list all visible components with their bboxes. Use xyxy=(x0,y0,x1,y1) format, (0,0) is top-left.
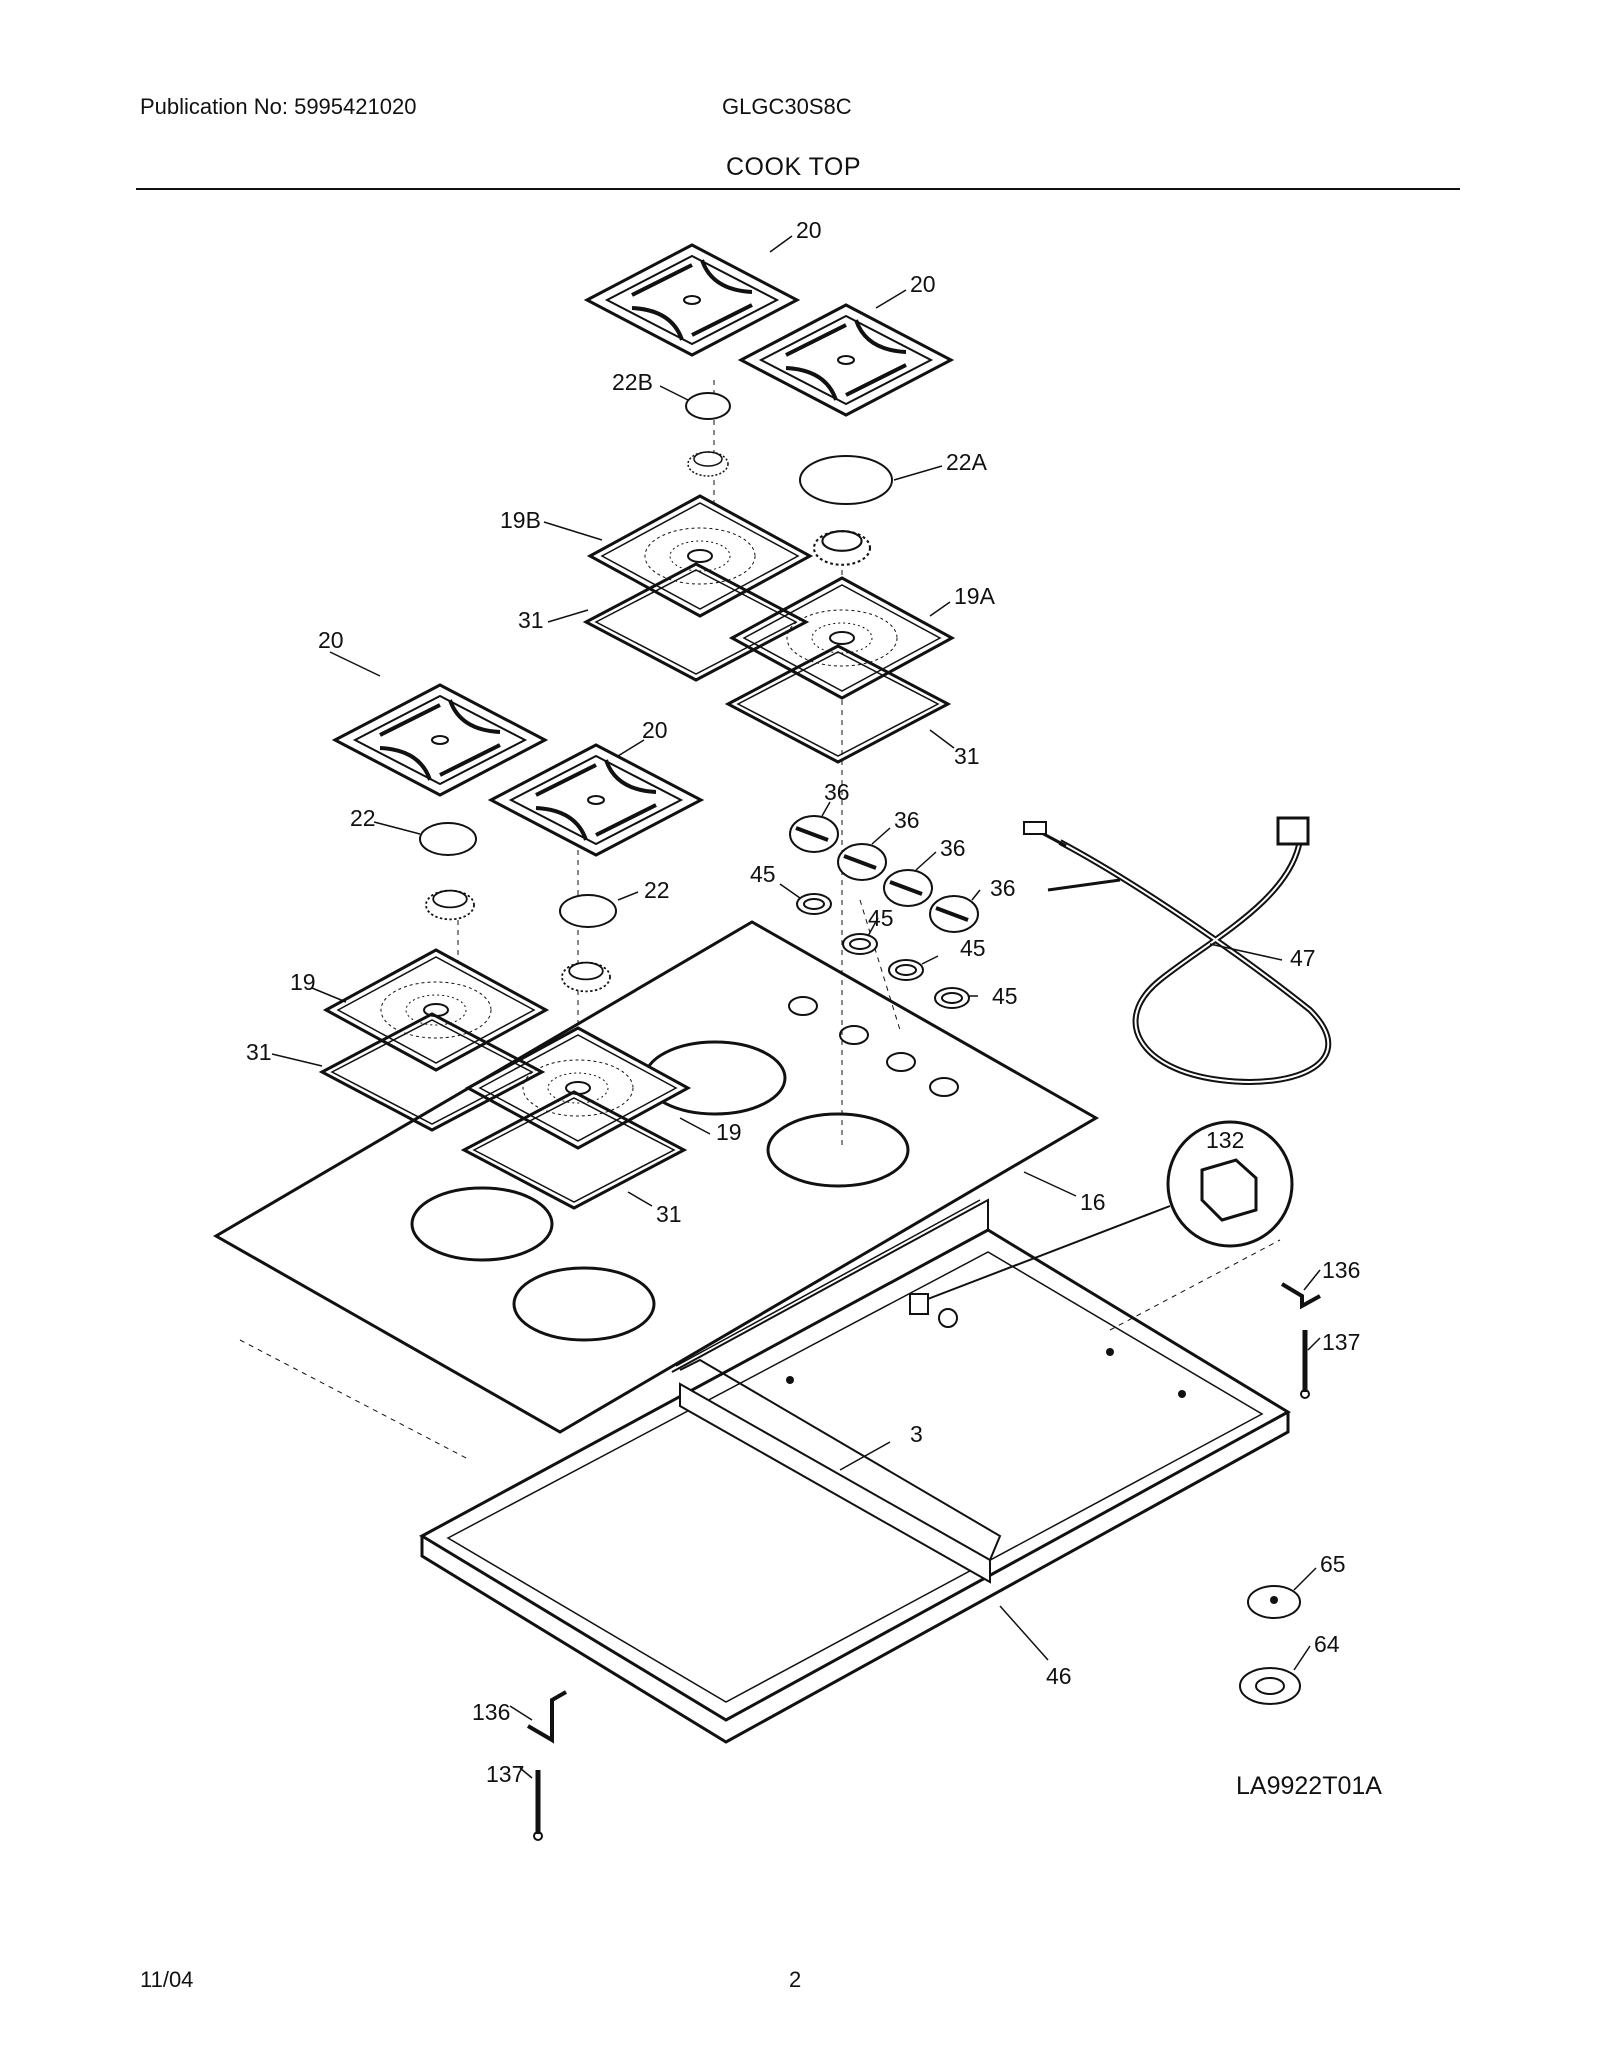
plate-64 xyxy=(1239,1667,1301,1705)
callout-136-right: 136 xyxy=(1322,1257,1360,1283)
knob-bezel-1 xyxy=(796,893,832,915)
callout-36-3: 36 xyxy=(940,835,966,861)
callout-137-right: 137 xyxy=(1322,1329,1360,1355)
burner-head-rear-left xyxy=(687,451,729,477)
callout-36-2: 36 xyxy=(894,807,920,833)
callout-64: 64 xyxy=(1314,1631,1340,1657)
burner-head-front-center xyxy=(561,961,611,993)
model-number: GLGC30S8C xyxy=(722,94,852,119)
callout-137-left: 137 xyxy=(486,1761,524,1787)
burner-cap-22b xyxy=(685,392,731,420)
mounting-channel xyxy=(679,1358,1002,1584)
control-knob-1 xyxy=(788,814,840,854)
callout-36-4: 36 xyxy=(990,875,1016,901)
callout-31-front-right: 31 xyxy=(656,1201,682,1227)
callout-22-left: 22 xyxy=(350,805,376,831)
callout-45-1: 45 xyxy=(750,861,776,887)
screw-137-right xyxy=(1300,1330,1310,1399)
grate-front-right xyxy=(489,743,703,857)
footer-date: 11/04 xyxy=(140,1967,194,1992)
callout-132: 132 xyxy=(1206,1127,1244,1153)
knob-bezel-3 xyxy=(888,959,924,981)
publication-number: Publication No: 5995421020 xyxy=(140,94,417,119)
burner-cap-22a xyxy=(799,455,893,505)
callout-136-left: 136 xyxy=(472,1699,510,1725)
callout-20-front-right: 20 xyxy=(642,717,668,743)
callout-20-front-left: 20 xyxy=(318,627,344,653)
callout-leader-lines xyxy=(271,235,1321,1779)
grate-front-left xyxy=(333,683,547,797)
callout-45-4: 45 xyxy=(992,983,1018,1009)
burner-cap-22-center xyxy=(559,894,617,928)
callout-20-rear-right: 20 xyxy=(910,271,936,297)
burner-cap-22-left xyxy=(419,822,477,856)
burner-head-front-left xyxy=(425,889,475,921)
screw-137-left xyxy=(533,1770,543,1841)
power-cord xyxy=(1023,816,1332,1085)
callout-47: 47 xyxy=(1290,945,1316,971)
control-knob-4 xyxy=(928,894,980,934)
glass-cooktop xyxy=(213,920,1099,1434)
callout-31-rear-right: 31 xyxy=(954,743,980,769)
burner-plate-19b xyxy=(588,494,812,618)
bracket-136-right xyxy=(1280,1282,1321,1310)
callout-45-3: 45 xyxy=(960,935,986,961)
burner-head-rear-right xyxy=(812,530,872,566)
callout-22a: 22A xyxy=(946,449,988,475)
control-knob-2 xyxy=(836,842,888,882)
detail-circle-132 xyxy=(909,1120,1294,1315)
callout-19a: 19A xyxy=(954,583,996,609)
callout-46: 46 xyxy=(1046,1663,1072,1689)
callout-65: 65 xyxy=(1320,1551,1346,1577)
bracket-136-left xyxy=(526,1690,567,1744)
callout-19b: 19B xyxy=(500,507,541,533)
grate-rear-left xyxy=(585,243,799,357)
callout-19-right: 19 xyxy=(716,1119,742,1145)
cooktop-chassis xyxy=(418,1198,1292,1744)
callout-16: 16 xyxy=(1080,1189,1106,1215)
callout-31-rear-left: 31 xyxy=(518,607,544,633)
page-number: 2 xyxy=(789,1967,802,1992)
callout-3: 3 xyxy=(910,1421,923,1447)
grate-rear-right xyxy=(739,303,953,417)
callout-36-1: 36 xyxy=(824,779,850,805)
callout-20-rear-left: 20 xyxy=(796,217,822,243)
figure-id: LA9922T01A xyxy=(1236,1772,1382,1800)
callout-31-front-left: 31 xyxy=(246,1039,272,1065)
plate-65 xyxy=(1247,1585,1301,1619)
section-title: COOK TOP xyxy=(726,153,862,181)
knob-bezel-2 xyxy=(842,933,878,955)
control-knob-3 xyxy=(882,868,934,908)
callout-22b: 22B xyxy=(612,369,653,395)
callout-19-left: 19 xyxy=(290,969,316,995)
callout-22-center: 22 xyxy=(644,877,670,903)
header-rule xyxy=(136,188,1460,190)
callout-45-2: 45 xyxy=(868,905,894,931)
knob-bezel-4 xyxy=(934,987,970,1009)
